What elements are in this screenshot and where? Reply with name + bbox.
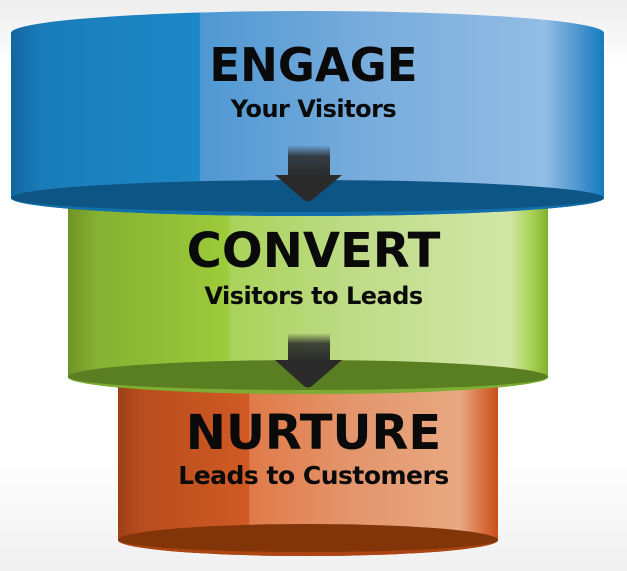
engage-title: ENGAGE — [209, 38, 418, 92]
nurture-subtitle: Leads to Customers — [178, 461, 449, 490]
convert-subtitle: Visitors to Leads — [204, 282, 423, 310]
down-arrow-icon — [275, 145, 342, 202]
engage-subtitle: Your Visitors — [230, 95, 397, 123]
down-arrow-icon — [275, 333, 342, 388]
nurture-cylinder — [118, 382, 498, 556]
convert-title: CONVERT — [186, 223, 441, 279]
nurture-title: NURTURE — [185, 405, 442, 461]
